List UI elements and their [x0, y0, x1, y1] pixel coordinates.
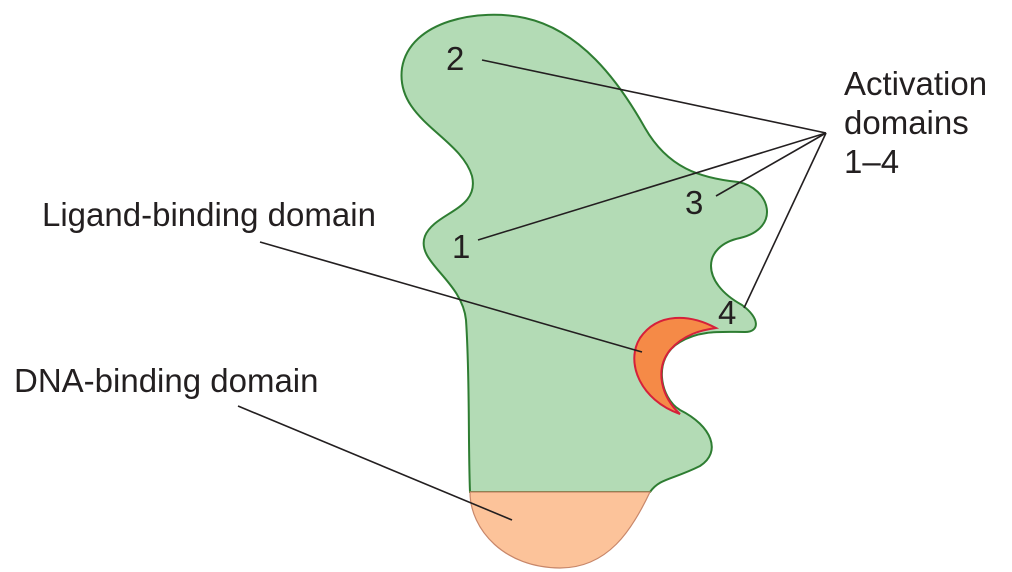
dna-binding-domain-region — [469, 491, 651, 569]
leader-line-dna — [237, 405, 513, 521]
leader-line-domain-4 — [743, 132, 827, 309]
activation-domains-label-line1: Activation — [844, 65, 987, 102]
ligand-binding-domain-label: Ligand-binding domain — [42, 196, 376, 233]
dna-binding-domain-label: DNA-binding domain — [14, 362, 319, 399]
activation-domains-label-line2: domains — [844, 104, 969, 141]
activation-domains-label-line3: 1–4 — [844, 143, 899, 180]
domain-number-3: 3 — [685, 184, 703, 221]
domain-number-4: 4 — [718, 294, 736, 331]
leader-line-ligand — [259, 241, 643, 353]
leader-line-domain-1 — [477, 132, 827, 241]
ligand-binding-pocket — [633, 316, 720, 415]
leader-line-domain-3 — [715, 132, 827, 197]
domain-number-1: 1 — [452, 228, 470, 265]
domain-number-2: 2 — [446, 40, 464, 77]
leader-line-domain-2 — [481, 59, 827, 134]
